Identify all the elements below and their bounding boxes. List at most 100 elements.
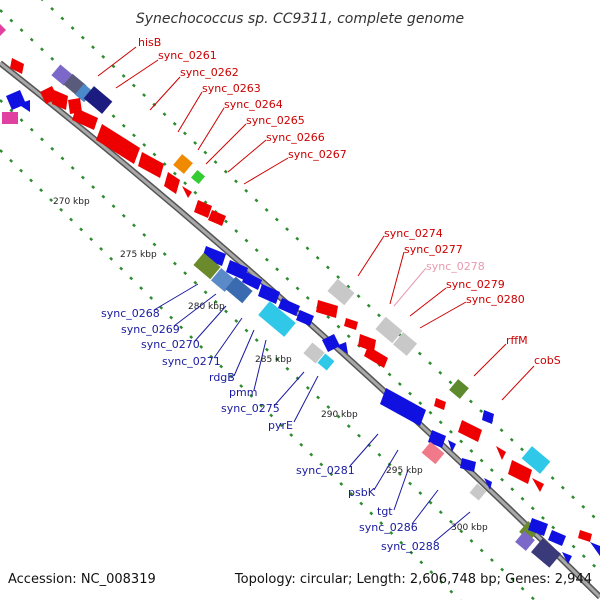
gene-feature[interactable]	[182, 186, 192, 198]
gene-feature[interactable]	[164, 172, 180, 194]
gene-feature[interactable]	[458, 420, 482, 442]
gene-feature[interactable]	[531, 538, 561, 568]
gene-feature[interactable]	[316, 300, 338, 318]
gene-feature[interactable]	[173, 154, 193, 174]
gene-feature[interactable]	[521, 446, 551, 474]
gene-feature[interactable]	[74, 83, 94, 103]
gene-feature[interactable]	[380, 388, 426, 426]
gene-feature[interactable]	[96, 124, 140, 164]
gene-label-sync-0271[interactable]: sync_0271	[162, 355, 221, 368]
gene-label-sync-0266[interactable]: sync_0266	[266, 131, 325, 144]
gene-feature[interactable]	[258, 301, 296, 337]
leader-line	[177, 91, 203, 133]
gene-label-sync-0281[interactable]: sync_0281	[296, 464, 355, 477]
gene-feature[interactable]	[138, 152, 164, 178]
gene-feature[interactable]	[10, 58, 24, 74]
gene-feature[interactable]	[449, 379, 469, 399]
gene-label-sync-0264[interactable]: sync_0264	[224, 98, 283, 111]
guide-line-inner-2	[0, 149, 462, 600]
gene-feature[interactable]	[344, 318, 358, 330]
gene-feature[interactable]	[562, 552, 572, 564]
gene-feature[interactable]	[0, 24, 6, 36]
gene-feature[interactable]	[364, 346, 388, 368]
gene-feature[interactable]	[72, 108, 98, 130]
tick-295-kbp: 295 kbp	[386, 466, 423, 476]
gene-feature[interactable]	[469, 483, 487, 501]
gene-feature[interactable]	[515, 531, 535, 551]
leader-line	[205, 123, 247, 165]
leader-line	[473, 343, 507, 377]
forward-genes	[10, 58, 600, 556]
gene-feature[interactable]	[18, 100, 30, 112]
gene-feature[interactable]	[208, 210, 226, 226]
gene-feature[interactable]	[242, 272, 262, 290]
tick-280-kbp: 280 kbp	[188, 302, 225, 312]
gene-feature[interactable]	[358, 334, 376, 352]
gene-label-cobS[interactable]: cobS	[534, 354, 561, 367]
gene-feature[interactable]	[460, 458, 476, 472]
gene-feature[interactable]	[482, 410, 494, 424]
gene-label-sync-0265[interactable]: sync_0265	[246, 114, 305, 127]
gene-feature[interactable]	[296, 310, 314, 326]
gene-feature[interactable]	[508, 460, 532, 484]
gene-feature[interactable]	[484, 478, 492, 490]
gene-feature[interactable]	[336, 342, 348, 354]
gene-feature[interactable]	[52, 90, 68, 110]
leader-line	[411, 489, 439, 525]
gene-feature[interactable]	[327, 278, 355, 306]
gene-label-sync-0262[interactable]: sync_0262	[180, 66, 239, 79]
gene-label-sync-0288[interactable]: sync_0288	[381, 540, 440, 553]
gene-feature[interactable]	[194, 200, 212, 218]
gene-feature[interactable]	[434, 398, 446, 410]
scale-ticks: 270 kbp 275 kbp 280 kbp 285 kbp 290 kbp …	[53, 197, 488, 533]
gene-label-sync-0269[interactable]: sync_0269	[121, 323, 180, 336]
accession-text: Accession: NC_008319	[8, 572, 156, 587]
reverse-label-leaders	[153, 283, 471, 543]
gene-label-sync-0274[interactable]: sync_0274	[384, 227, 443, 240]
leader-line	[193, 305, 227, 343]
gene-feature[interactable]	[83, 86, 113, 114]
gene-feature[interactable]	[528, 518, 548, 536]
gene-feature[interactable]	[448, 440, 456, 452]
gene-label-sync-0275[interactable]: sync_0275	[221, 402, 280, 415]
leader-line	[197, 107, 225, 151]
gene-feature[interactable]	[258, 284, 280, 304]
gene-feature[interactable]	[392, 332, 418, 356]
gene-label-sync-0277[interactable]: sync_0277	[404, 243, 463, 256]
gene-label-tgt[interactable]: tgt	[377, 505, 393, 518]
gene-label-sync-0263[interactable]: sync_0263	[202, 82, 261, 95]
gene-label-sync-0261[interactable]: sync_0261	[158, 49, 217, 62]
gene-label-sync-0270[interactable]: sync_0270	[141, 338, 200, 351]
gene-feature[interactable]	[303, 342, 325, 364]
gene-feature[interactable]	[590, 542, 600, 556]
gene-feature[interactable]	[532, 478, 544, 492]
gene-label-sync-0286[interactable]: sync_0286	[359, 521, 418, 534]
gene-label-rdgB[interactable]: rdgB	[209, 371, 235, 384]
gene-label-psbK[interactable]: psbK	[348, 486, 376, 499]
gene-feature[interactable]	[375, 316, 403, 344]
gene-label-sync-0279[interactable]: sync_0279	[446, 278, 505, 291]
reverse-labels: sync_0268 sync_0269 sync_0270 sync_0271 …	[101, 307, 440, 553]
gene-feature[interactable]	[202, 246, 226, 266]
gene-feature[interactable]	[278, 298, 300, 316]
gene-label-pmm[interactable]: pmm	[229, 386, 257, 399]
leader-line	[243, 157, 289, 185]
gene-feature[interactable]	[421, 441, 445, 465]
gene-label-sync-0268[interactable]: sync_0268	[101, 307, 160, 320]
gene-feature[interactable]	[226, 260, 248, 280]
gene-feature[interactable]	[578, 530, 592, 542]
gene-label-sync-0267[interactable]: sync_0267	[288, 148, 347, 161]
gene-label-hisB[interactable]: hisB	[138, 36, 161, 49]
gene-feature[interactable]	[496, 446, 506, 460]
gene-label-sync-0278[interactable]: sync_0278	[426, 260, 485, 273]
gene-feature[interactable]	[317, 353, 335, 371]
gene-feature[interactable]	[225, 276, 253, 304]
gene-feature[interactable]	[190, 169, 206, 185]
gene-feature[interactable]	[548, 530, 566, 546]
gene-label-pyrE[interactable]: pyrE	[268, 419, 293, 432]
gene-feature[interactable]	[2, 112, 18, 124]
gene-feature[interactable]	[193, 252, 221, 280]
gene-feature[interactable]	[322, 334, 340, 352]
gene-label-sync-0280[interactable]: sync_0280	[466, 293, 525, 306]
gene-label-rffM[interactable]: rffM	[506, 334, 528, 347]
